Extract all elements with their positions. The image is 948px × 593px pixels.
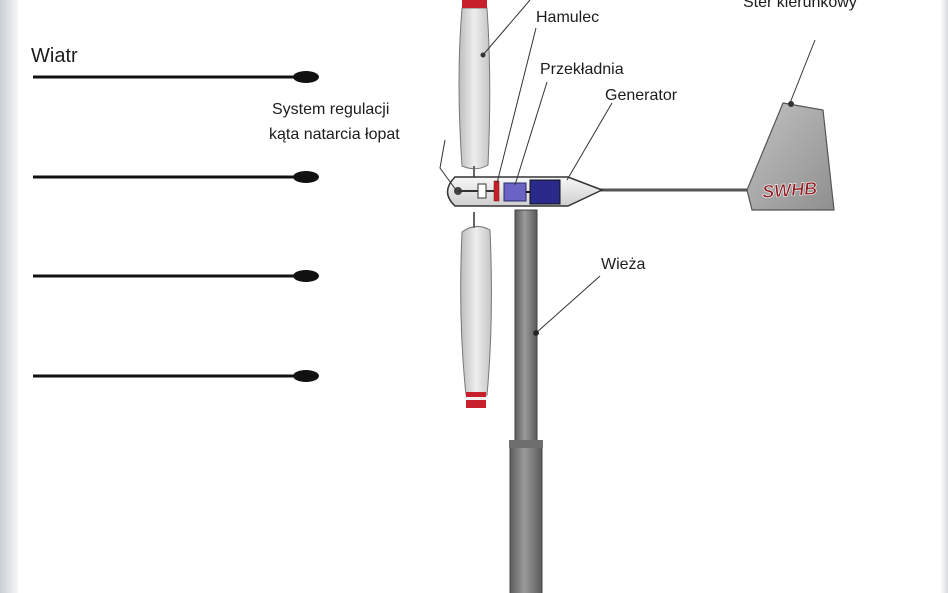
wind-arrow-2 — [33, 171, 319, 183]
brake-component — [493, 180, 500, 202]
left-frame-border — [0, 0, 18, 593]
gearbox-label: Przekładnia — [540, 61, 624, 78]
brake-label: Hamulec — [536, 9, 600, 26]
pitch-system-label-line1: System regulacji — [272, 101, 390, 118]
leader-tower — [535, 275, 601, 334]
leader-tail-vane — [789, 39, 816, 104]
wind-arrow-3 — [33, 270, 319, 282]
wind-arrow-4 — [33, 370, 319, 382]
leader-lines — [439, 0, 816, 336]
upper-blade — [458, 0, 491, 182]
tail-vane-label: Ster kierunkowy — [743, 0, 857, 11]
leader-gearbox — [514, 81, 548, 186]
tail-vane — [746, 101, 835, 211]
tower-label: Wieża — [601, 256, 646, 273]
wind-arrow-1 — [33, 71, 319, 83]
vane-logo: SWHB — [761, 178, 817, 202]
leader-brake — [496, 27, 537, 184]
tower — [509, 209, 543, 593]
leader-generator — [566, 102, 613, 181]
wind-arrows — [33, 71, 319, 382]
generator-component — [529, 179, 561, 205]
leader-top-blade — [482, 0, 531, 56]
generator-label: Generator — [605, 87, 678, 104]
wind-label: Wiatr — [31, 45, 78, 67]
right-frame-border — [940, 0, 948, 593]
leader-pitch-system — [439, 139, 457, 191]
pitch-system-label-line2: kąta natarcia łopat — [269, 126, 400, 143]
gearbox-component — [503, 182, 527, 202]
lower-blade — [460, 212, 492, 408]
